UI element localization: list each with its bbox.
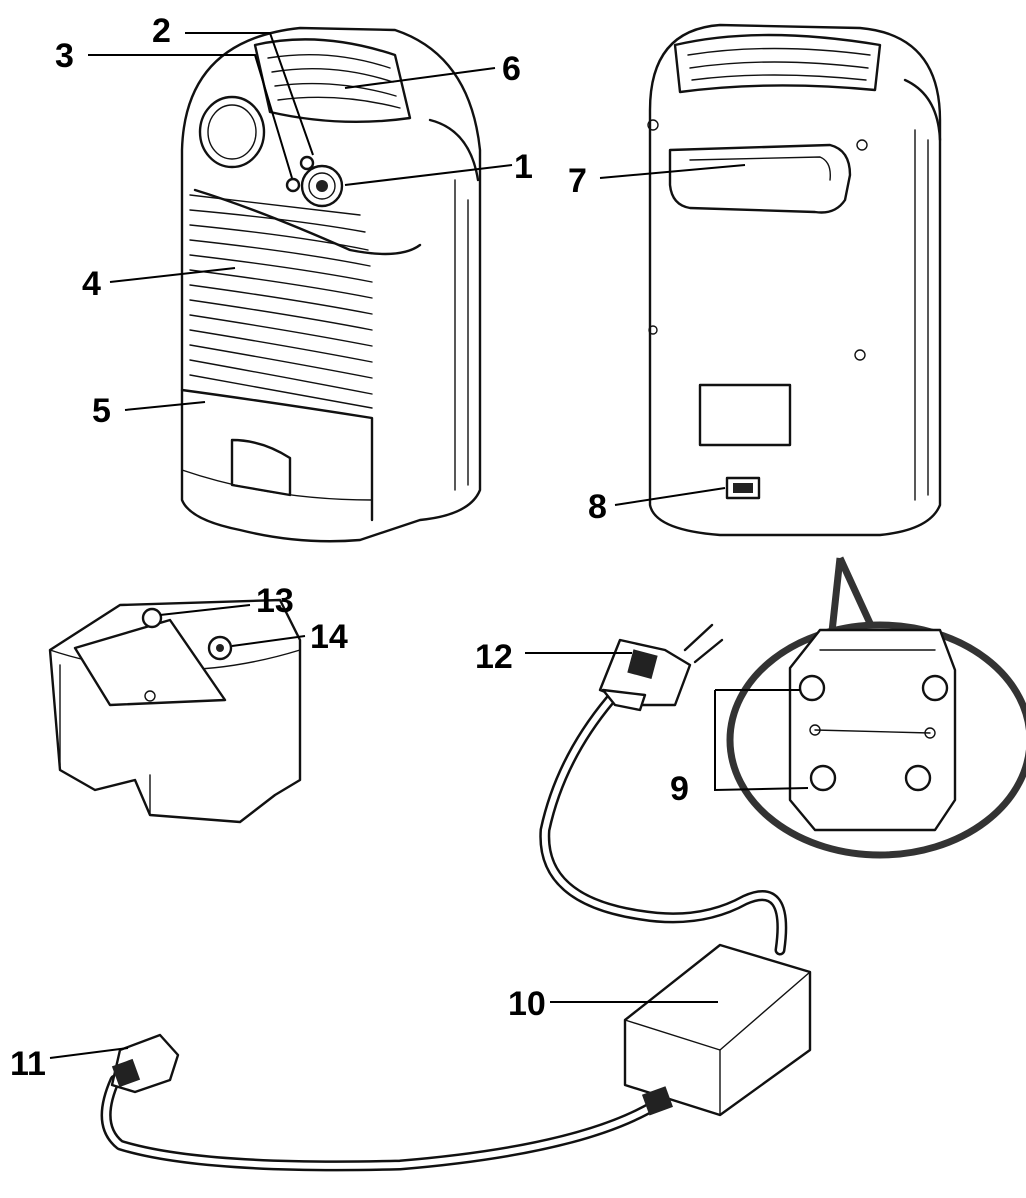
air-intake-grille bbox=[189, 194, 373, 409]
tank-cap[interactable] bbox=[141, 607, 163, 629]
label-4: 4 bbox=[82, 265, 101, 303]
label-12: 12 bbox=[475, 638, 513, 676]
power-adapter bbox=[623, 943, 812, 1117]
rating-label bbox=[698, 383, 792, 447]
label-6: 6 bbox=[502, 50, 521, 88]
label-11: 11 bbox=[10, 1045, 46, 1083]
carry-handle[interactable] bbox=[668, 143, 852, 214]
callout-labels: 1 2 3 4 5 6 7 8 9 10 11 12 13 14 bbox=[10, 12, 689, 1083]
label-14: 14 bbox=[310, 618, 348, 656]
power-cord bbox=[100, 694, 788, 1172]
indicator-light-3 bbox=[285, 177, 301, 193]
foot-bottom-left bbox=[809, 764, 837, 792]
front-unit bbox=[180, 26, 482, 543]
water-tank[interactable] bbox=[48, 598, 302, 824]
air-outlet-grille bbox=[253, 38, 412, 124]
mains-plug[interactable] bbox=[598, 623, 724, 712]
label-2: 2 bbox=[152, 12, 171, 50]
leader-lines bbox=[49, 32, 809, 1059]
back-unit bbox=[647, 23, 942, 537]
label-5: 5 bbox=[92, 392, 111, 430]
water-tank-front[interactable] bbox=[180, 388, 374, 522]
label-7: 7 bbox=[568, 162, 587, 200]
power-socket[interactable] bbox=[725, 476, 761, 500]
label-8: 8 bbox=[588, 488, 607, 526]
label-3: 3 bbox=[55, 37, 74, 75]
label-13: 13 bbox=[256, 582, 294, 620]
bottom-view-inset bbox=[726, 556, 1026, 859]
label-10: 10 bbox=[508, 985, 546, 1023]
foot-bottom-right bbox=[904, 764, 932, 792]
label-1: 1 bbox=[514, 148, 533, 186]
label-9: 9 bbox=[670, 770, 689, 808]
appliance-connector[interactable] bbox=[110, 1033, 180, 1094]
front-window bbox=[198, 95, 266, 169]
control-knob[interactable] bbox=[300, 164, 344, 208]
indicator-light-2 bbox=[299, 155, 315, 171]
foot-top-left bbox=[798, 674, 826, 702]
foot-top-right bbox=[921, 674, 949, 702]
